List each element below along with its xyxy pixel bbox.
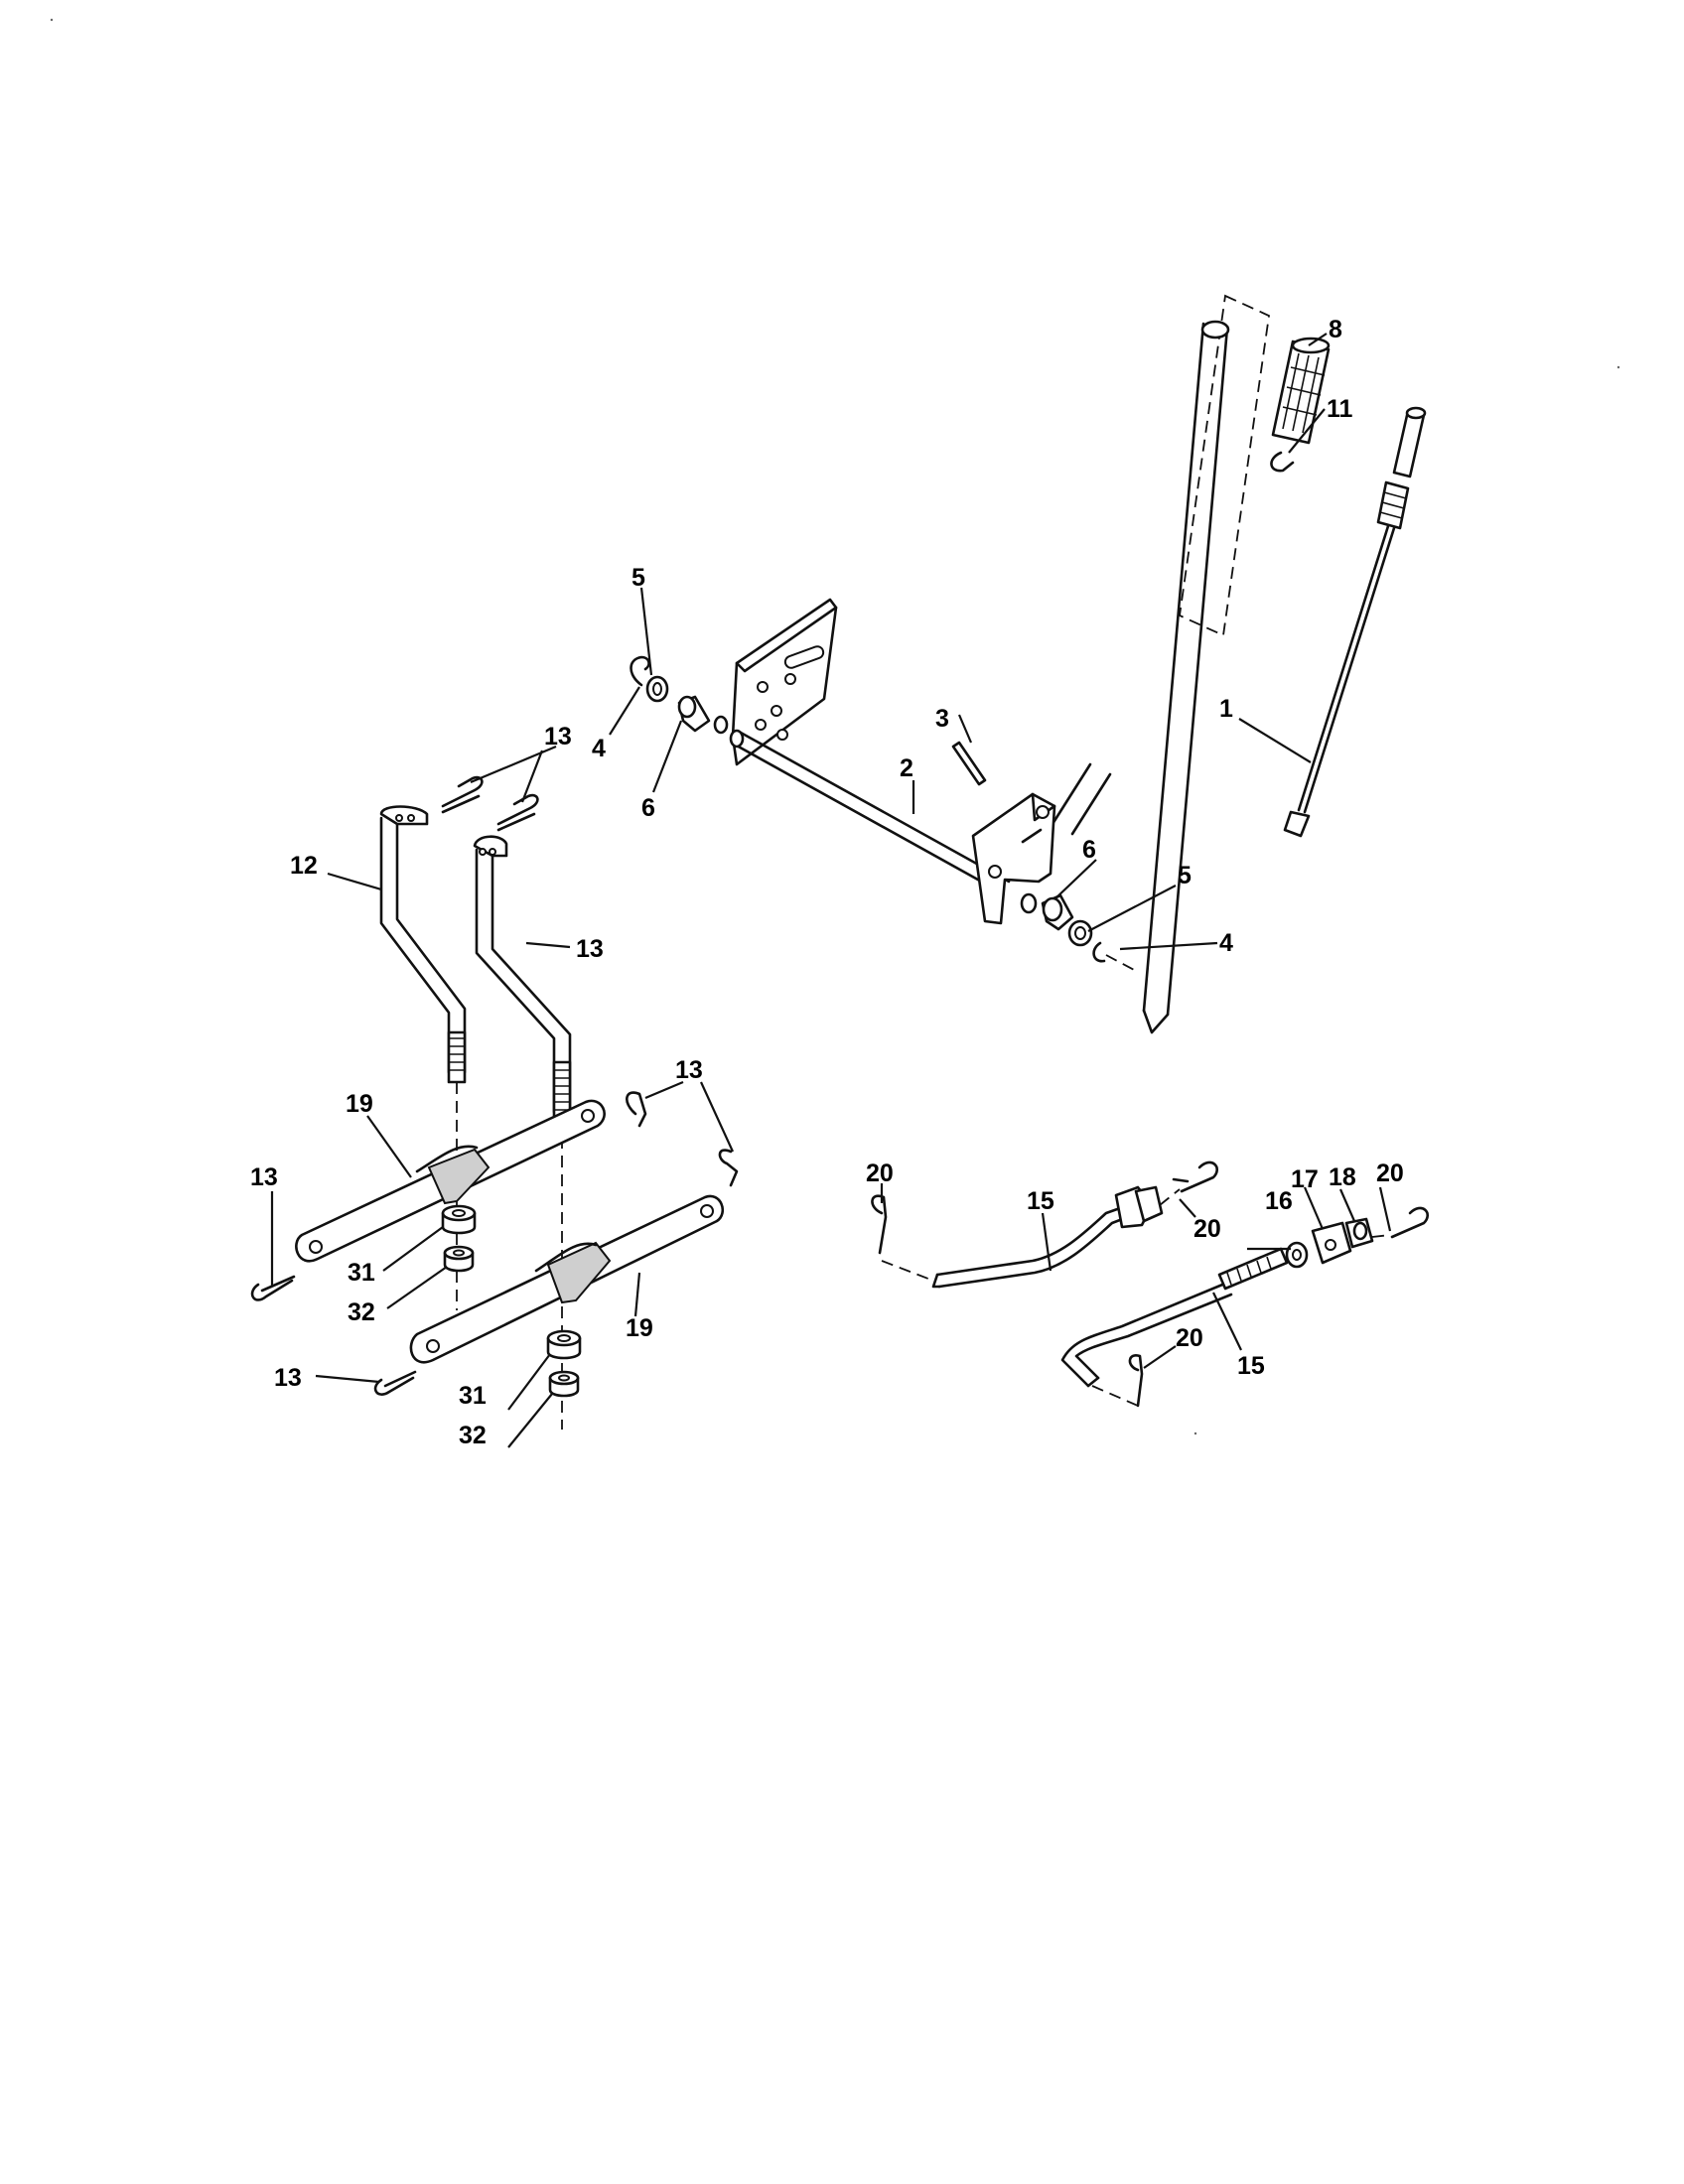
lift-shaft — [729, 729, 1011, 895]
right-shaft-hardware — [1020, 892, 1137, 972]
roll-pin — [951, 741, 987, 786]
callout-16: 16 — [1265, 1187, 1293, 1215]
leader-lines — [270, 333, 1392, 1448]
callout-4-left: 4 — [592, 735, 606, 762]
spacer-nut-left — [441, 1204, 477, 1273]
callout-5-right: 5 — [1178, 862, 1192, 889]
callout-20-mid: 20 — [1193, 1215, 1221, 1243]
rod-align-upper-left — [881, 1260, 934, 1282]
grip-clip — [1270, 451, 1295, 473]
callout-31-right: 31 — [459, 1382, 487, 1410]
callout-31-left: 31 — [348, 1259, 375, 1287]
left-shaft-hardware — [630, 655, 729, 735]
callout-13-top: 13 — [544, 723, 572, 751]
callout-13-left: 13 — [250, 1163, 278, 1191]
adjust-rod-upper — [931, 1185, 1164, 1289]
callout-6-right: 6 — [1082, 836, 1096, 864]
rod-align-lower-right — [1371, 1234, 1391, 1238]
pivot-bracket — [971, 792, 1056, 925]
callout-13-arms: 13 — [675, 1056, 703, 1084]
callout-1: 1 — [1219, 695, 1233, 723]
rod-align-lower-left — [1091, 1385, 1139, 1407]
callout-15-upper: 15 — [1027, 1187, 1054, 1215]
hairpin-clips-rods — [871, 1160, 1429, 1408]
adjust-rod-lower — [1060, 1247, 1289, 1388]
callout-4-right: 4 — [1219, 929, 1233, 957]
callout-13-bottom: 13 — [274, 1364, 302, 1392]
callout-12: 13 — [576, 935, 604, 963]
callout-32-left: 32 — [348, 1298, 375, 1326]
callout-19-upper: 19 — [346, 1090, 373, 1118]
callout-18: 18 — [1329, 1163, 1356, 1191]
callout-15-lower: 15 — [1237, 1352, 1265, 1380]
callout-5-left: 5 — [632, 564, 645, 592]
mounting-plate — [731, 598, 838, 766]
lift-link-12 — [473, 835, 572, 1120]
lift-cable — [1283, 406, 1427, 838]
lift-arm-lower — [409, 1194, 724, 1364]
lift-link-11 — [379, 805, 467, 1084]
callout-11: 12 — [290, 852, 318, 880]
speck — [1616, 365, 1620, 369]
callout-6-left: 6 — [641, 794, 655, 822]
callout-32-right: 32 — [459, 1422, 487, 1449]
hairpin-clips-top — [441, 775, 539, 832]
callout-17: 17 — [1291, 1165, 1319, 1193]
callout-2: 2 — [900, 754, 913, 782]
adjust-hardware — [1285, 1217, 1374, 1269]
callout-3: 3 — [935, 705, 949, 733]
lift-arm-upper — [295, 1099, 606, 1263]
callout-7: 8 — [1329, 316, 1342, 343]
speck — [1193, 1432, 1197, 1435]
callout-8: 11 — [1327, 395, 1353, 423]
callout-20-right: 20 — [1376, 1160, 1404, 1187]
callout-20-bottom: 20 — [1176, 1324, 1203, 1352]
callout-20-left: 20 — [866, 1160, 894, 1187]
spacer-nut-right — [546, 1329, 582, 1398]
rod-align-upper-right — [1159, 1188, 1181, 1206]
handle-grip — [1271, 337, 1331, 445]
callout-19-lower: 19 — [626, 1314, 653, 1342]
speck — [50, 18, 54, 22]
